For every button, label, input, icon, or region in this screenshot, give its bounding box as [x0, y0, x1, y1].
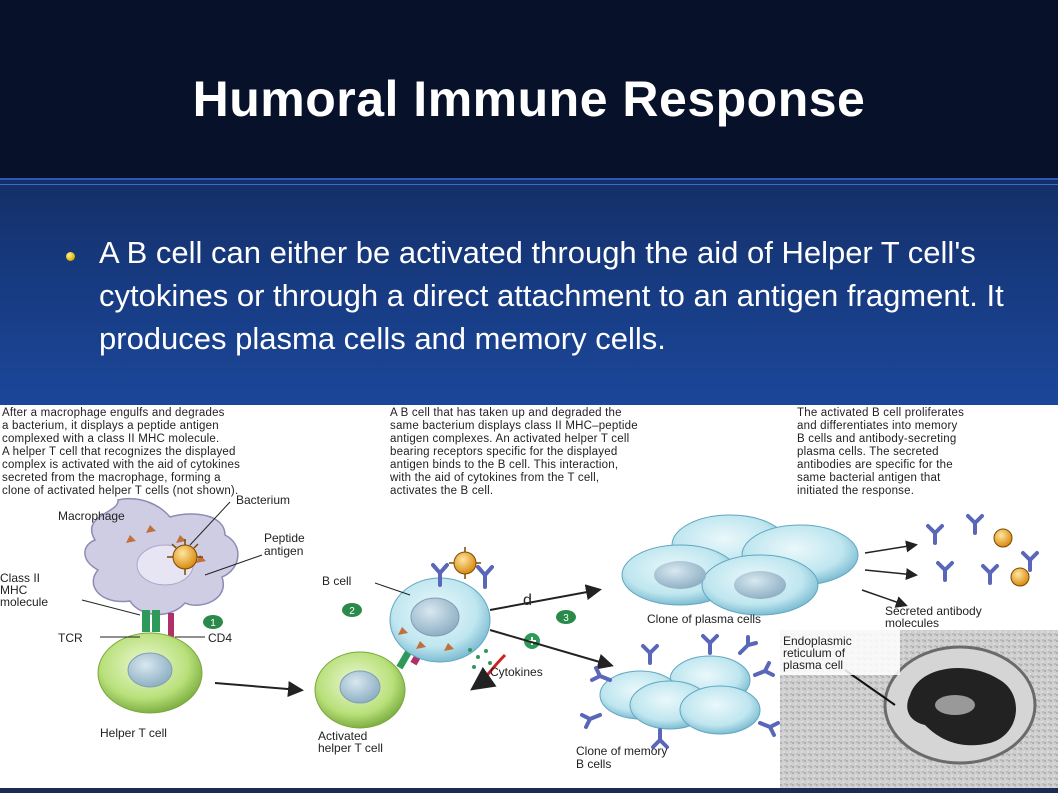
label-memory-b: B cells [576, 757, 611, 771]
label-er-1: Endoplasmic [783, 634, 852, 648]
secreted-antibody-icons [926, 514, 1039, 585]
label-helper-t-cell: Helper T cell [100, 726, 167, 740]
label-molecule: molecule [0, 595, 48, 609]
label-er-3: plasma cell [783, 658, 843, 672]
bacterium-icon-2 [449, 547, 481, 579]
helper-t-cell [97, 632, 203, 714]
label-tcr: TCR [58, 631, 83, 645]
label-activated: Activated [318, 729, 367, 743]
activated-helper-t-cell [314, 641, 429, 729]
svg-text:2: 2 [349, 606, 355, 617]
label-antigen: antigen [264, 544, 303, 558]
label-plasma-clone: Clone of plasma cells [647, 612, 761, 626]
memory-cell-clone [599, 655, 761, 735]
label-stray-d: d [523, 592, 532, 609]
label-er-2: reticulum of [783, 646, 846, 660]
er-micrograph [780, 630, 1058, 788]
bullet-text: A B cell can either be activated through… [99, 235, 1004, 356]
label-bacterium: Bacterium [236, 493, 290, 507]
b-cell [389, 577, 491, 663]
svg-text:1: 1 [210, 618, 216, 629]
label-class-ii: Class II [0, 571, 40, 585]
label-memory-clone: Clone of memory [576, 744, 667, 758]
humoral-response-figure: After a macrophage engulfs and degrades … [0, 405, 1058, 788]
label-b-cell: B cell [322, 574, 351, 588]
plasma-cell-clone [621, 514, 859, 616]
antibody-icon [431, 563, 494, 589]
label-macrophage: Macrophage [58, 509, 125, 523]
bacterium-icon [167, 539, 203, 575]
label-secreted-molecules: molecules [885, 616, 939, 630]
diagram-svg: 1 2 3 [0, 493, 1058, 788]
caption-step-3: The activated B cell proliferates and di… [797, 407, 965, 497]
step-badge-1: 1 [203, 615, 223, 629]
caption-step-1: After a macrophage engulfs and degrades … [2, 407, 241, 497]
title-rule-top [0, 178, 1058, 180]
label-mhc: MHC [0, 583, 28, 597]
label-cd4: CD4 [208, 631, 232, 645]
bullet-dot-icon [66, 252, 75, 261]
label-peptide: Peptide [264, 531, 305, 545]
bacterium-icons-secreted [993, 528, 1030, 587]
caption-step-2: A B cell that has taken up and degraded … [390, 407, 638, 497]
step-badge-2: 2 [342, 603, 362, 617]
secreted-arrows [861, 540, 918, 608]
title-rule-bottom [0, 184, 1058, 185]
label-activated-helper: helper T cell [318, 741, 383, 755]
label-cytokines: Cytokines [490, 665, 543, 679]
title-band [0, 0, 1058, 178]
step-badge-3: 3 [556, 610, 576, 624]
label-pointers [81, 501, 411, 638]
svg-text:3: 3 [563, 613, 569, 624]
bottom-bar [0, 788, 1058, 793]
memory-antibody-icons [580, 634, 780, 749]
slide-title: Humoral Immune Response [192, 71, 866, 127]
label-secreted: Secreted antibody [885, 604, 982, 618]
